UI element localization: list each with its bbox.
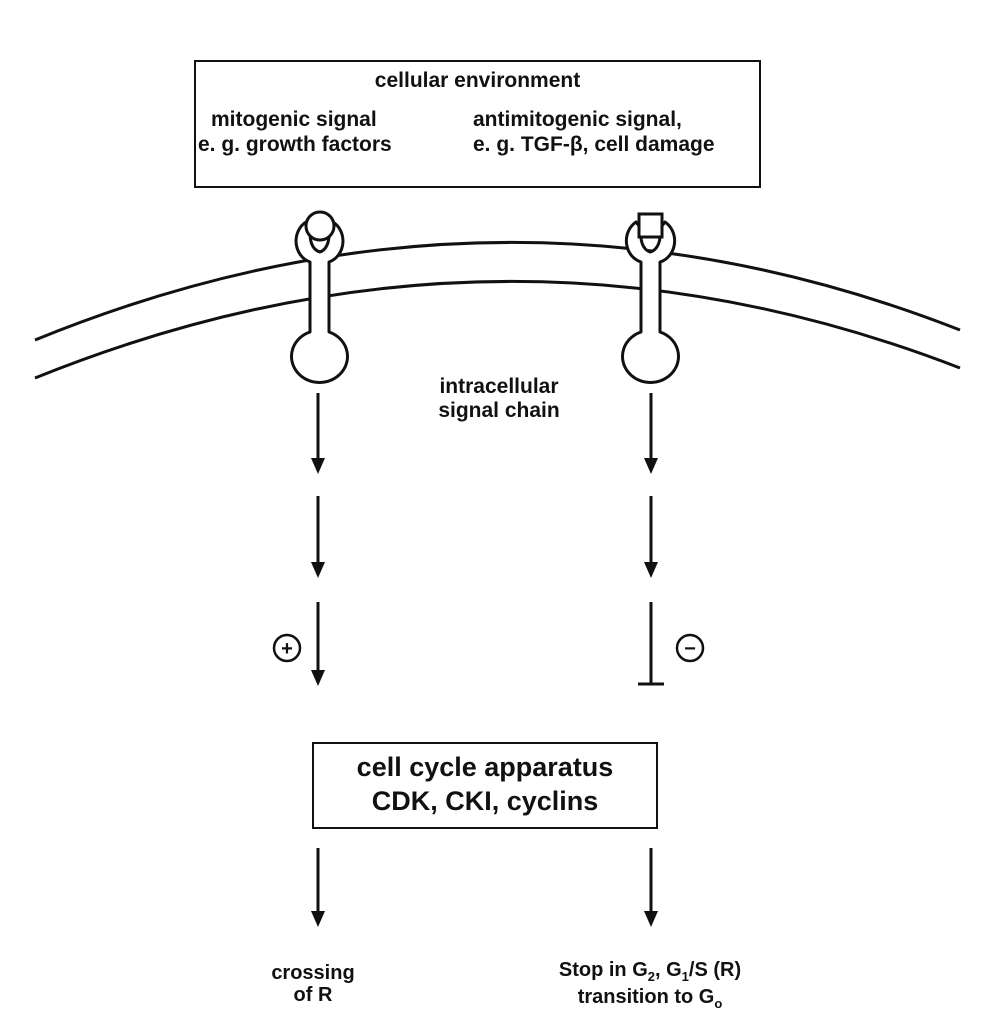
cell-membrane-inner bbox=[34, 280, 961, 380]
antimitogenic-signal-label: antimitogenic signal, bbox=[473, 108, 682, 131]
antimitogenic-example-label: e. g. TGF-β, cell damage bbox=[473, 133, 715, 156]
cellular-environment-box bbox=[194, 60, 761, 188]
plus-sign-circle bbox=[272, 633, 302, 663]
minus-sign: − bbox=[684, 638, 696, 660]
outcome-left-line1: crossing bbox=[271, 962, 355, 984]
intracellular-line1: intracellular bbox=[439, 375, 559, 398]
mitogenic-receptor bbox=[290, 210, 349, 384]
antimitogenic-receptor bbox=[621, 212, 680, 384]
cell-membrane-outer bbox=[34, 241, 961, 342]
outcome-right-line2: transition to Go bbox=[577, 986, 723, 1012]
outcome-stop-transition: Stop in G2, G1/S (R) transition to Go bbox=[500, 958, 800, 1013]
intracellular-signal-label: intracellular signal chain bbox=[424, 375, 574, 422]
environment-title: cellular environment bbox=[374, 69, 581, 92]
apparatus-title: cell cycle apparatus bbox=[356, 752, 614, 782]
outcome-left-line2: of R bbox=[293, 984, 333, 1007]
apparatus-components: CDK, CKI, cyclins bbox=[371, 786, 599, 816]
intracellular-line2: signal chain bbox=[438, 398, 560, 422]
tgf-beta-ligand bbox=[637, 212, 664, 239]
mitogenic-example-label: e. g. growth factors bbox=[198, 133, 392, 156]
mitogenic-signal-label: mitogenic signal bbox=[211, 108, 377, 131]
cell-cycle-apparatus-box bbox=[312, 742, 658, 829]
left-arrow-chain bbox=[311, 393, 325, 686]
output-arrows bbox=[311, 848, 658, 927]
outcome-crossing-r: crossing of R bbox=[238, 962, 388, 1007]
right-arrow-chain bbox=[638, 393, 664, 686]
minus-sign-circle bbox=[675, 633, 705, 663]
growth-factor-ligand bbox=[304, 210, 336, 242]
plus-sign: + bbox=[281, 638, 293, 660]
outcome-right-line1: Stop in G2, G1/S (R) bbox=[558, 959, 742, 984]
